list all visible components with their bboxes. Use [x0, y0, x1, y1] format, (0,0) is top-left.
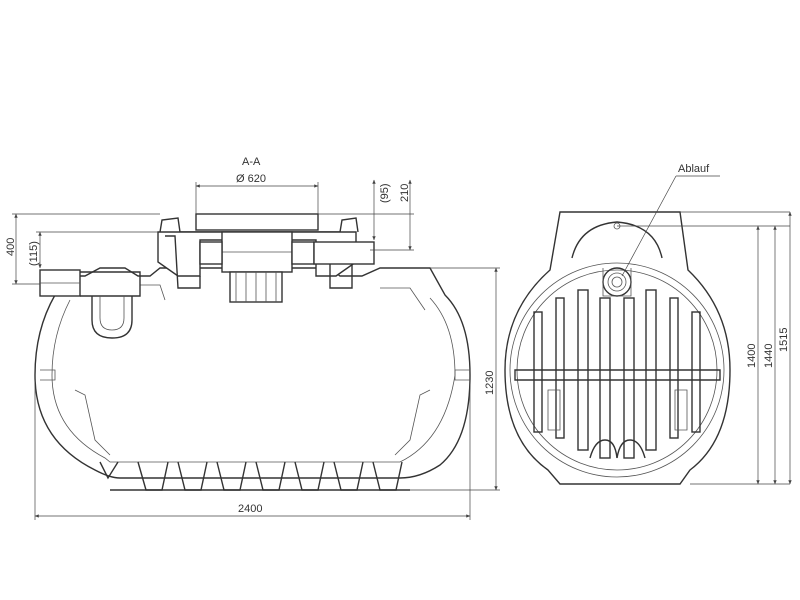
tank-inner-shell — [51, 297, 456, 463]
tank-outer-shell — [34, 267, 471, 479]
inlet-pipe — [39, 269, 141, 339]
dim-400: 400 — [5, 238, 17, 256]
end-outer-shell — [504, 211, 731, 485]
diameter-label: Ø 620 — [236, 173, 266, 185]
riser — [157, 213, 375, 303]
section-label: A-A — [242, 156, 261, 168]
dim-95: (95) — [379, 183, 391, 203]
end-view: Ablauf 1400 1440 1515 — [504, 163, 792, 485]
dim-115: (115) — [28, 241, 40, 266]
dim-210: 210 — [399, 184, 411, 202]
end-ribs — [533, 289, 701, 459]
section-view-a-a: A-A Ø 620 (95) 210 400 (115) 1230 2400 — [5, 156, 500, 520]
dim-1440: 1440 — [763, 344, 775, 368]
dim-1515: 1515 — [778, 328, 790, 352]
ablauf-label: Ablauf — [678, 163, 710, 175]
bottom-ribs — [99, 461, 410, 491]
dim-1230: 1230 — [484, 371, 496, 395]
dim-1400: 1400 — [746, 344, 758, 368]
dim-2400: 2400 — [238, 503, 262, 515]
